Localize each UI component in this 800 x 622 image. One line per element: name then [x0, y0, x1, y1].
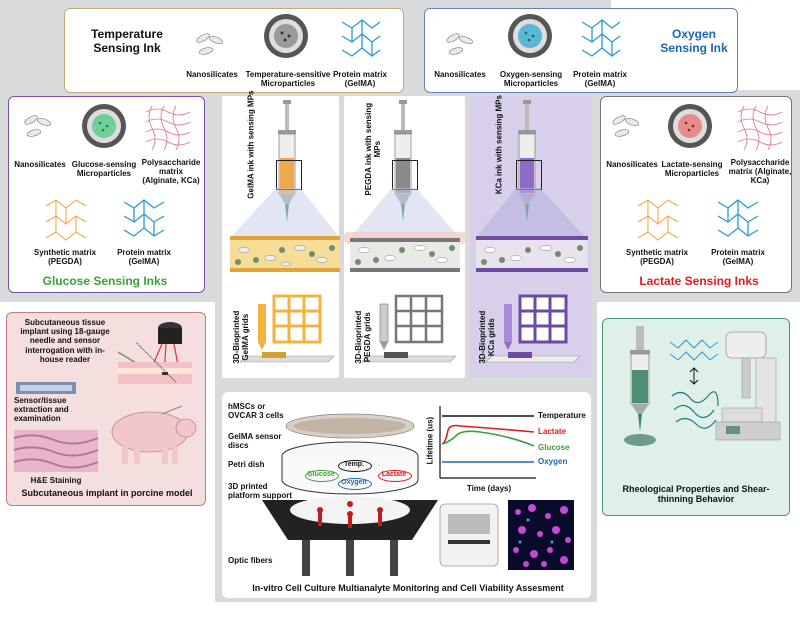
disc-glucose-oval — [305, 470, 339, 482]
lactate-protein-label: Protein matrix (GelMA) — [711, 248, 765, 267]
gelma-syringe-icon — [278, 100, 296, 222]
synthetic-matrix-icon — [45, 199, 87, 241]
gelma-grid-label: 3D-Bioprinted GelMA grids — [231, 310, 250, 364]
disc-lactate-label: Lactate — [381, 471, 407, 478]
petri-dish-illustration — [262, 413, 438, 576]
protein-matrix-icon — [341, 19, 381, 57]
rheometer-icon — [715, 331, 781, 441]
legend-lactate: Lactate — [538, 427, 567, 436]
glucose-microparticle-icon — [82, 104, 126, 148]
platform-label: 3D printed platform support — [228, 482, 292, 501]
cells-label: hMSCs or OVCAR 3 cells — [228, 402, 284, 421]
temperature-microparticle-icon — [264, 14, 308, 58]
pegda-grid-label: 3D-Bioprinted PEGDA grids — [353, 310, 372, 364]
nanosilicates-icon — [196, 33, 224, 55]
kca-zoom-box — [516, 160, 542, 190]
disc-temp-label: Temp. — [343, 461, 365, 468]
kca-slab — [476, 236, 588, 272]
pegda-zoom-box — [392, 160, 418, 190]
protein-matrix-icon — [123, 199, 165, 237]
histology-image-icon — [13, 430, 99, 472]
synthetic-matrix-icon — [637, 199, 679, 241]
culture-title: In-vitro Cell Culture Multianalyte Monit… — [252, 583, 564, 593]
gelma-grid-printer — [239, 294, 335, 363]
glucose-microparticles-label: Glucose-sensing Microparticles — [71, 160, 137, 179]
legend-glucose: Glucose — [538, 443, 570, 452]
pegda-zoom-cone — [350, 188, 460, 238]
extraction-tissue-icon — [16, 382, 76, 394]
lactate-polysaccharide-label: Polysaccharide matrix (Alginate, KCa) — [728, 158, 792, 186]
oxygen-nanosilicates-label: Nanosilicates — [434, 70, 486, 79]
kca-ink-label: KCa ink with sensing MPs — [494, 95, 504, 195]
porcine-title: Subcutaneous implant in porcine model — [21, 488, 193, 498]
pegda-grid-printer — [361, 294, 457, 363]
legend-oxygen: Oxygen — [538, 457, 568, 466]
gelma-ink-label: GelMA ink with sensing MPs — [246, 90, 256, 199]
oxygen-ink-title: Oxygen Sensing Ink — [660, 27, 728, 55]
pegda-syringe-icon — [394, 100, 412, 222]
lactate-ink-title: Lactate Sensing Inks — [639, 274, 759, 288]
disc-glucose-label: Glucose — [307, 471, 335, 478]
gelma-slab — [230, 236, 340, 272]
polysaccharide-matrix-icon — [737, 105, 783, 151]
rheology-title: Rheological Properties and Shear-thinnin… — [622, 484, 770, 505]
nanosilicates-icon — [612, 115, 640, 137]
glucose-synthetic-label: Synthetic matrix (PEGDA) — [33, 248, 97, 267]
glucose-nanosilicates-label: Nanosilicates — [14, 160, 66, 169]
kca-zoom-cone — [476, 188, 586, 238]
nanosilicates-icon — [446, 33, 474, 55]
disc-lactate-oval — [378, 470, 412, 482]
glucose-protein-label: Protein matrix (GelMA) — [117, 248, 171, 267]
nanosilicates-icon — [24, 115, 52, 137]
oxygen-ink-panel — [424, 8, 738, 93]
protein-matrix-icon — [717, 199, 759, 237]
fibers-label: Optic fibers — [228, 556, 273, 565]
rheology-syringe-icon — [624, 326, 656, 446]
temperature-ink-panel — [64, 8, 404, 93]
disc-oxygen-label: Oxygen — [341, 479, 367, 486]
lactate-nanosilicates-label: Nanosilicates — [606, 160, 658, 169]
temp-nanosilicates-label: Nanosilicates — [186, 70, 238, 79]
kca-syringe-icon — [518, 100, 536, 222]
gelma-zoom-cone — [230, 188, 340, 238]
disc-temp-oval — [338, 460, 372, 472]
glucose-polysaccharide-label: Polysaccharide matrix (Alginate, KCa) — [141, 158, 201, 186]
plot-xlabel: Time (days) — [466, 484, 512, 493]
pegda-ink-label: PEGDA ink with sensing MPs — [363, 102, 382, 196]
lactate-microparticle-icon — [668, 104, 712, 148]
protein-matrix-icon — [581, 19, 621, 57]
oxygen-microparticle-icon — [508, 14, 552, 58]
plate-reader-icon — [439, 503, 499, 567]
polysaccharide-matrix-icon — [145, 105, 191, 151]
kca-grid-printer — [485, 294, 581, 363]
temperature-ink-title: Temperature Sensing Ink — [91, 27, 163, 55]
legend-temperature: Temperature — [538, 411, 586, 420]
staining-label: H&E Staining — [30, 476, 82, 485]
glucose-ink-title: Glucose Sensing Inks — [42, 274, 168, 288]
extraction-label: Sensor/tissue extraction and examination — [14, 396, 69, 424]
implant-description: Subcutaneous tissue implant using 18-gau… — [20, 318, 110, 364]
disc-oxygen-oval — [338, 478, 372, 490]
reader-device-icon — [117, 322, 192, 384]
polymer-chains-icon — [669, 339, 719, 429]
oxygen-microparticles-label: Oxygen-sensing Microparticles — [499, 70, 563, 89]
pegda-slab — [344, 232, 466, 272]
plot-ylabel: Lifetime (us) — [425, 416, 435, 465]
petri-label: Petri dish — [228, 460, 265, 469]
temp-microparticles-label: Temperature-sensitive Microparticles — [245, 70, 331, 89]
lactate-microparticles-label: Lactate-sensing Microparticles — [661, 160, 723, 179]
discs-label: GelMA sensor discs — [228, 432, 282, 451]
kca-grid-label: 3D-Bioprinted KCa grids — [477, 310, 496, 364]
gelma-zoom-box — [276, 160, 302, 190]
porcine-model-panel — [6, 312, 206, 506]
temp-protein-matrix-label: Protein matrix (GelMA) — [333, 70, 387, 89]
lifetime-plot — [439, 406, 536, 479]
lactate-synthetic-label: Synthetic matrix (PEGDA) — [625, 248, 689, 267]
oxygen-protein-matrix-label: Protein matrix (GelMA) — [573, 70, 627, 89]
cell-viability-image — [508, 500, 574, 570]
pig-icon — [111, 405, 197, 464]
